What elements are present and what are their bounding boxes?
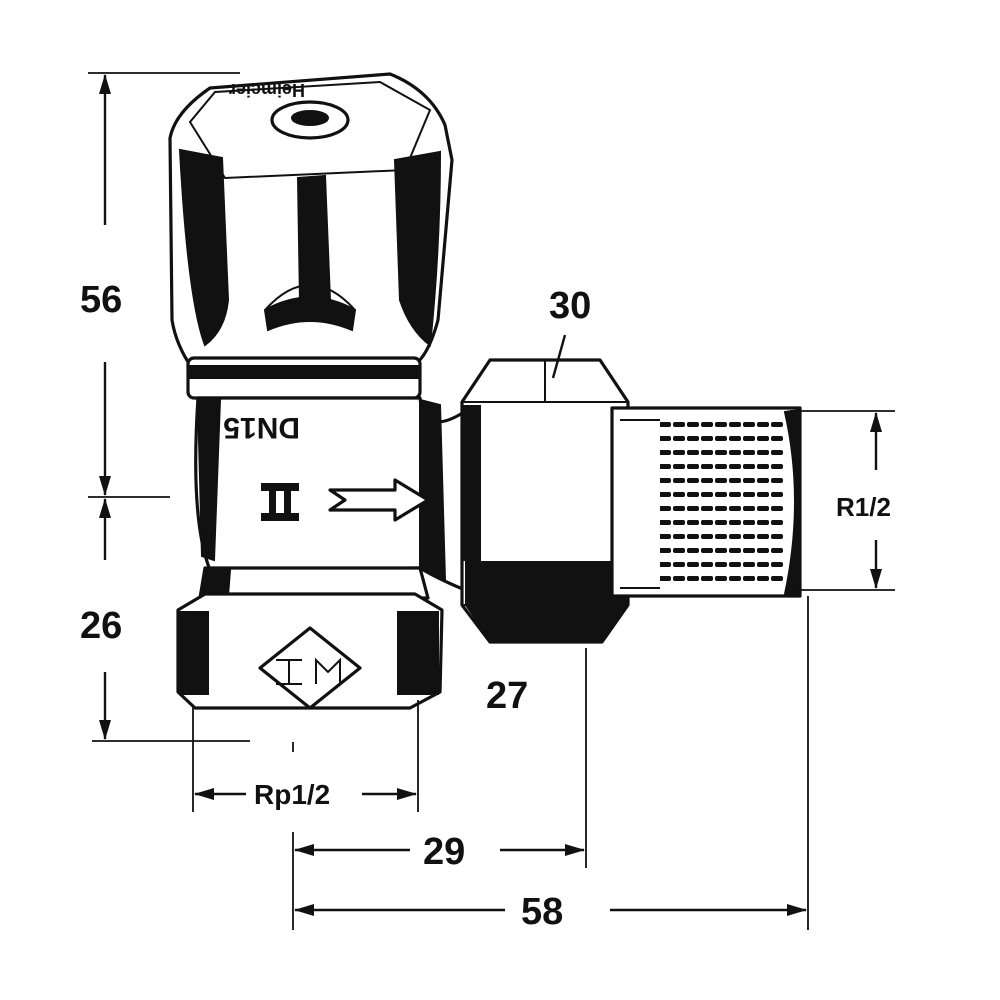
dim-label-height-bottom: 26 (80, 605, 122, 647)
dim-label-offset-total: 58 (521, 891, 563, 933)
cap-flute-center (296, 174, 332, 304)
dim-label-nut-width: 30 (549, 285, 591, 327)
cap-flute-right (393, 150, 442, 347)
dim-label-offset-short: 29 (423, 831, 465, 873)
outlet-thread (660, 420, 785, 588)
cap-flute-left (178, 148, 230, 347)
cap-brand-label: Heimeier (229, 80, 305, 100)
flow-arrow-icon (328, 478, 430, 522)
cap-arch (264, 284, 356, 311)
cap-screw-hole (291, 110, 329, 126)
lower-neck (198, 566, 430, 600)
roman-two-mark-icon (261, 483, 299, 521)
heimeier-logo-icon (258, 626, 362, 710)
dim-label-thread-outlet: R1/2 (836, 492, 891, 522)
dimension-lines (88, 72, 895, 930)
dim-label-nut-offset: 27 (486, 675, 528, 717)
dimension-labels: 56 26 30 27 R1/2 Rp1/2 29 58 (80, 279, 891, 933)
dim-label-height-top: 56 (80, 279, 122, 321)
body-size-marking: DN15 (223, 411, 300, 444)
valve-body: Heimeier DN15 (168, 72, 802, 710)
dim-label-thread-inlet: Rp1/2 (254, 779, 330, 810)
cap-top-face (188, 80, 432, 180)
